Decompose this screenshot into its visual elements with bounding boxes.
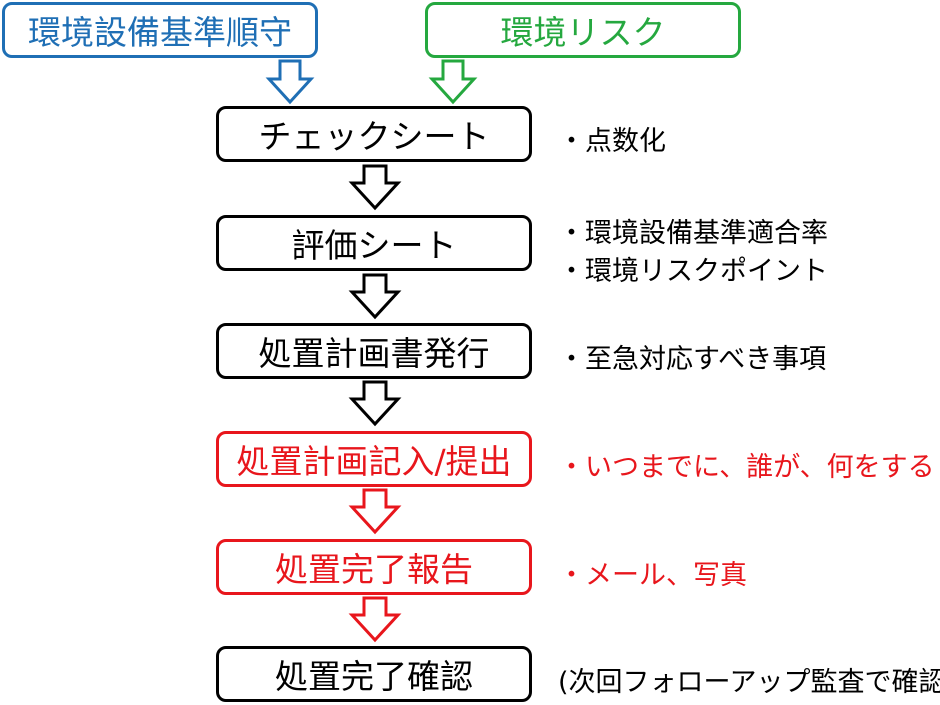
input-equipment-standard-compliance: 環境設備基準順守 (2, 2, 318, 58)
arrow-3 (348, 380, 402, 427)
step-action-completion-report: 処置完了報告 (216, 539, 532, 595)
step-action-plan-entry-submit: 処置計画記入/提出 (216, 431, 532, 487)
step-action-plan-entry-submit-label: 処置計画記入/提出 (236, 442, 512, 481)
note-compliance-rate: ・環境設備基準適合率 (558, 218, 828, 249)
note-who-what-when: ・いつまでに、誰が、何をする (558, 452, 935, 483)
note-risk-points: ・環境リスクポイント (558, 256, 828, 287)
step-action-plan-issue: 処置計画書発行 (216, 323, 532, 379)
note-follow-up-audit: (次回フォローアップ監査で確認) (558, 667, 940, 698)
step-check-sheet-label: チェックシート (258, 117, 490, 156)
step-evaluation-sheet: 評価シート (216, 215, 532, 271)
arrow-5 (348, 596, 402, 643)
arrow-1 (348, 164, 402, 211)
step-action-completion-confirm: 処置完了確認 (216, 646, 532, 702)
arrow-green (428, 59, 478, 105)
note-scoring: ・点数化 (558, 126, 666, 157)
input-environmental-risk: 環境リスク (425, 2, 741, 58)
note-email-photo: ・メール、写真 (558, 560, 747, 591)
step-action-completion-report-label: 処置完了報告 (275, 550, 473, 589)
step-action-plan-issue-label: 処置計画書発行 (258, 334, 490, 373)
input-environmental-risk-label: 環境リスク (500, 13, 666, 52)
note-urgent-items: ・至急対応すべき事項 (558, 344, 827, 375)
step-check-sheet: チェックシート (216, 106, 532, 162)
step-action-completion-confirm-label: 処置完了確認 (275, 657, 473, 696)
arrow-4 (348, 488, 402, 535)
input-equipment-standard-compliance-label: 環境設備基準順守 (28, 13, 292, 52)
arrow-blue (265, 59, 315, 105)
step-evaluation-sheet-label: 評価シート (291, 226, 457, 265)
arrow-2 (348, 273, 402, 320)
